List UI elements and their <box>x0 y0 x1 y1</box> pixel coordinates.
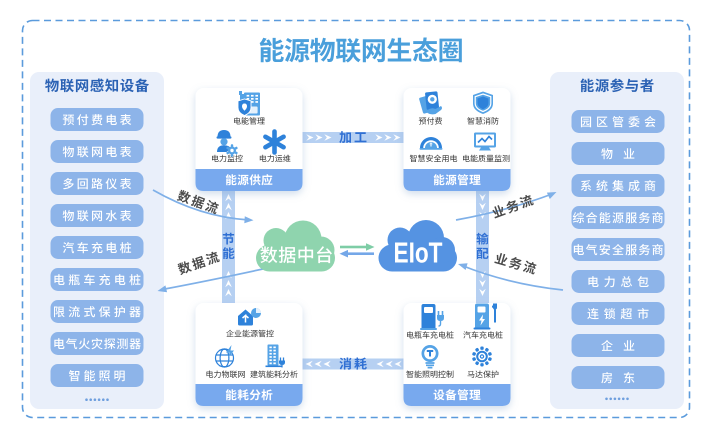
svg-text:EIoT: EIoT <box>394 238 443 270</box>
